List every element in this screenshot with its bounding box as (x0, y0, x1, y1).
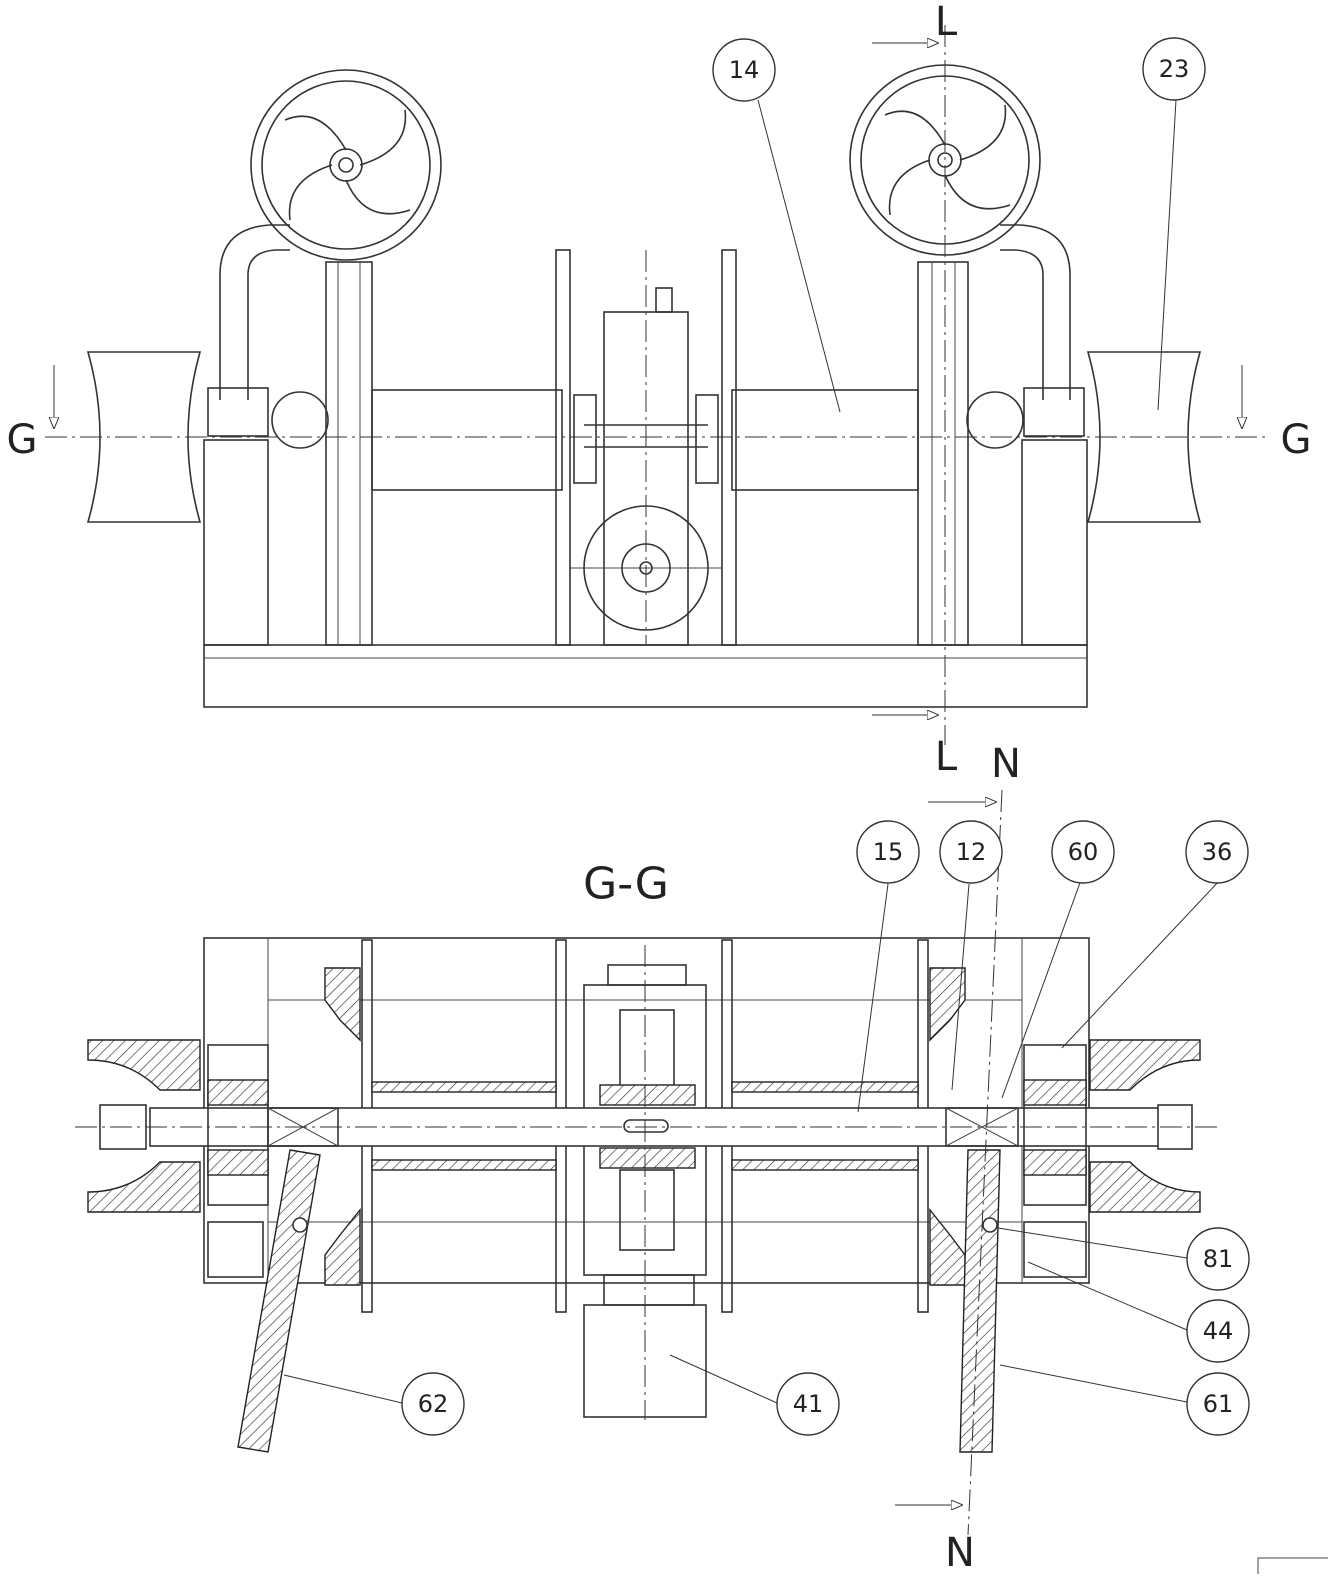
section-letter-g-left: G (7, 417, 38, 463)
svg-text:62: 62 (418, 1390, 449, 1418)
left-handwheel-arm (219, 224, 290, 400)
svg-text:14: 14 (729, 56, 760, 84)
right-capstan (1086, 351, 1202, 523)
left-handwheel (250, 69, 442, 261)
callout-15: 15 (856, 820, 920, 884)
callout-81: 81 (1186, 1227, 1250, 1291)
centerline-n (967, 789, 1003, 1536)
svg-text:60: 60 (1068, 838, 1099, 866)
callout-44: 44 (1186, 1299, 1250, 1363)
svg-text:15: 15 (873, 838, 904, 866)
lever-62 (237, 1149, 321, 1453)
svg-text:23: 23 (1159, 55, 1190, 83)
lever-61 (959, 1149, 1001, 1453)
svg-text:44: 44 (1203, 1317, 1234, 1345)
svg-text:41: 41 (793, 1390, 824, 1418)
left-side-frame (325, 261, 373, 646)
callout-36: 36 (1185, 820, 1249, 884)
svg-text:81: 81 (1203, 1245, 1234, 1273)
svg-text:12: 12 (956, 838, 987, 866)
view-title: G-G (583, 859, 669, 910)
callout-41: 41 (776, 1372, 840, 1436)
section-letter-n-bottom: N (945, 1530, 975, 1574)
callout-14: 14 (712, 38, 776, 102)
section-letter-l-bottom: L (935, 734, 958, 780)
left-support-plate (203, 439, 269, 646)
title-block-corner (1257, 1557, 1328, 1574)
left-drum (371, 389, 563, 491)
section-letter-l-top: L (935, 0, 958, 45)
right-handwheel-arm (1000, 224, 1071, 400)
svg-text:36: 36 (1202, 838, 1233, 866)
section-view (75, 789, 1220, 1536)
left-capstan (86, 351, 202, 523)
right-side-frame (917, 261, 969, 646)
base-beam (203, 644, 1088, 708)
callout-62: 62 (401, 1372, 465, 1436)
right-support-plate (1021, 439, 1088, 646)
callout-12: 12 (939, 820, 1003, 884)
front-view (45, 25, 1265, 745)
section-letter-g-right: G (1281, 417, 1312, 463)
callout-60: 60 (1051, 820, 1115, 884)
section-letter-n-top: N (991, 741, 1021, 787)
callout-61: 61 (1186, 1372, 1250, 1436)
right-drum (731, 389, 919, 491)
svg-text:61: 61 (1203, 1390, 1234, 1418)
callout-23: 23 (1142, 37, 1206, 101)
